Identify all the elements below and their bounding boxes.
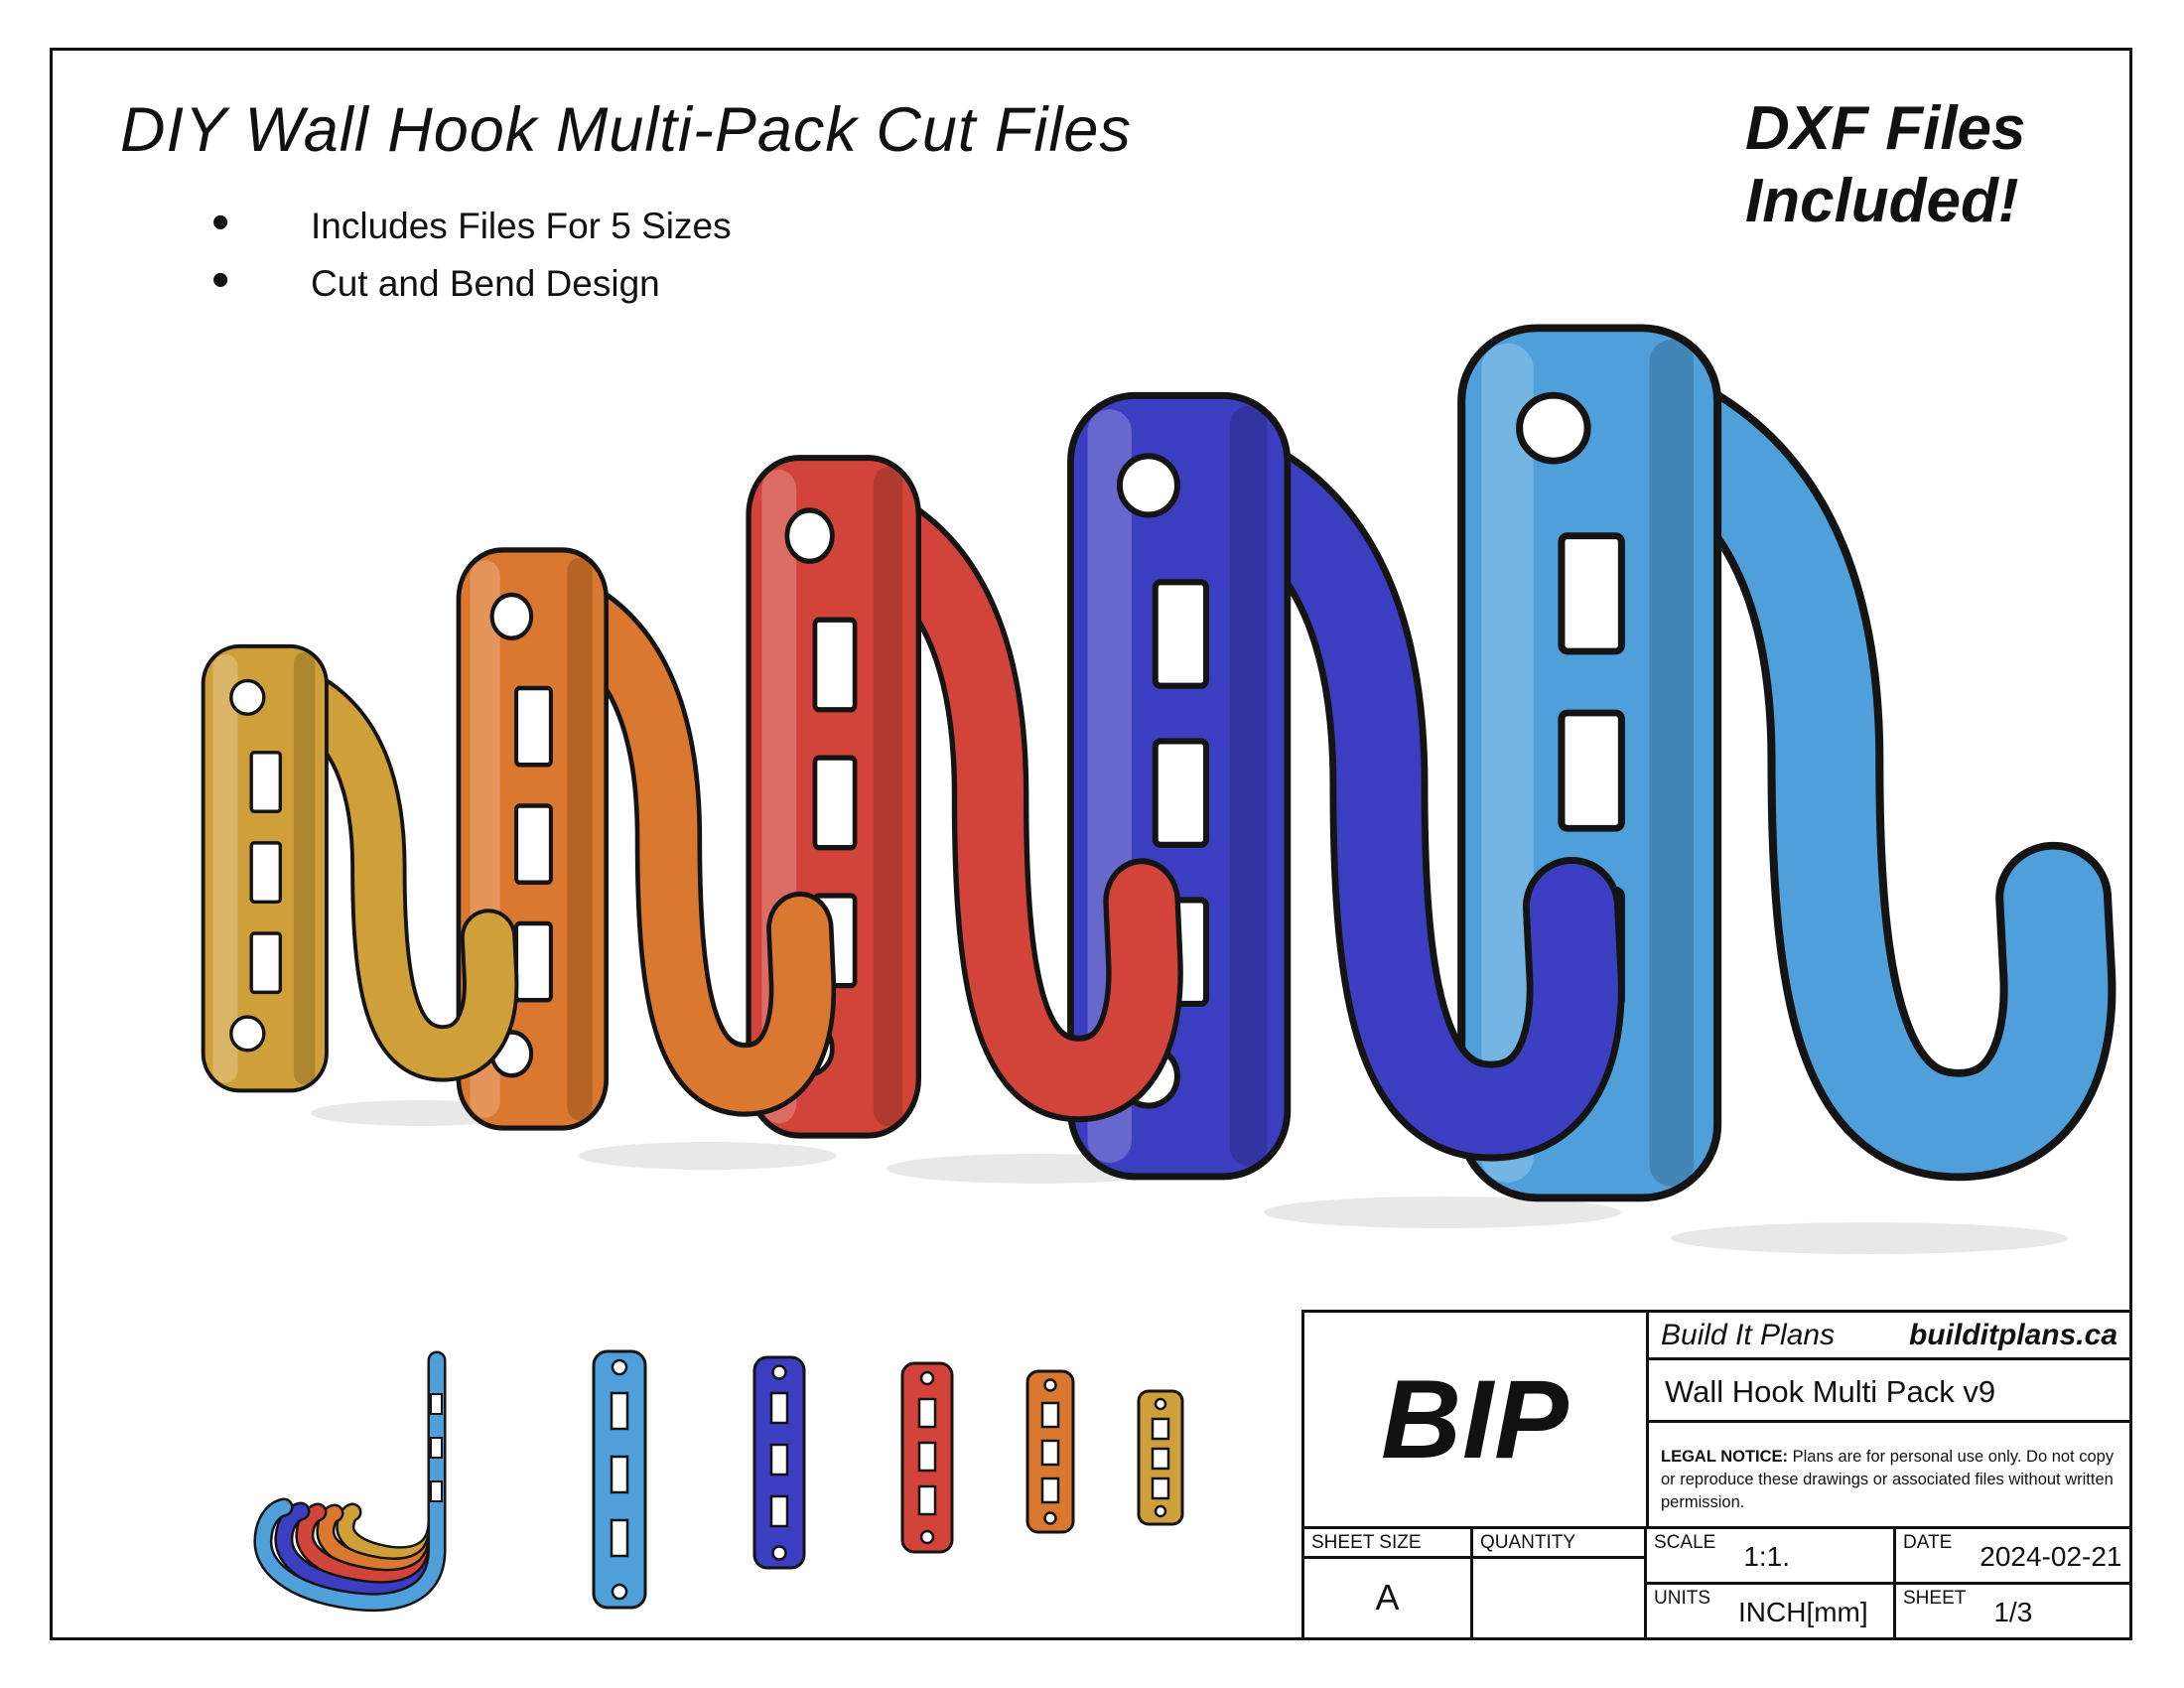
flat-pattern-orange — [1025, 1369, 1075, 1534]
bullet-item: Includes Files For 5 Sizes — [211, 194, 732, 255]
flat-pattern-sky-blue — [592, 1349, 647, 1610]
profile-slot — [430, 1480, 443, 1502]
quantity-cell: QUANTITY — [1473, 1529, 1647, 1640]
date-value: 2024-02-21 — [1979, 1541, 2122, 1572]
side-profile-view — [263, 1360, 442, 1603]
legal-notice-label: LEGAL NOTICE: — [1661, 1448, 1789, 1466]
units-label: UNITS — [1654, 1588, 1710, 1609]
flat-pattern-red — [900, 1361, 954, 1554]
title-block: BIP Build It Plans builditplans.ca Wall … — [1301, 1310, 2132, 1640]
units-value: INCH[mm] — [1738, 1597, 1868, 1627]
shadow-sky-blue — [1671, 1222, 2068, 1254]
dxf-badge-line1: DXF Files — [1745, 94, 2026, 163]
bullet-item: Cut and Bend Design — [211, 251, 732, 313]
wall-hook-gold — [204, 646, 491, 1090]
feature-bullet-list: Includes Files For 5 Sizes Cut and Bend … — [211, 194, 732, 313]
date-label: DATE — [1903, 1532, 1953, 1553]
legal-notice: LEGAL NOTICE: Plans are for personal use… — [1649, 1426, 2129, 1526]
sheet-number-value: 1/3 — [1993, 1597, 2033, 1627]
date-cell: DATE 2024-02-21 — [1896, 1529, 2132, 1585]
title-block-fields: SHEET SIZE A QUANTITY SCALE 1:1. DATE 20… — [1304, 1526, 2132, 1640]
shadow-orange — [579, 1142, 837, 1170]
company-website: builditplans.ca — [1908, 1318, 2117, 1351]
drawing-title: Wall Hook Multi Pack v9 — [1649, 1363, 2129, 1423]
profile-slot — [430, 1437, 443, 1459]
sheet-size-value: A — [1375, 1577, 1400, 1618]
shadow-royal-blue — [1264, 1196, 1621, 1228]
sheet-number-label: SHEET — [1903, 1588, 1967, 1609]
quantity-label: QUANTITY — [1473, 1529, 1644, 1559]
sheet-size-cell: SHEET SIZE A — [1304, 1529, 1473, 1640]
dxf-badge-line2: Included! — [1745, 167, 2019, 236]
bip-logo: BIP — [1381, 1357, 1570, 1481]
profile-slot — [430, 1393, 443, 1415]
flat-pattern-royal-blue — [752, 1355, 806, 1570]
bip-logo-cell: BIP — [1304, 1313, 1649, 1526]
sheet-border: DIY Wall Hook Multi-Pack Cut Files Inclu… — [50, 48, 2132, 1640]
flat-pattern-gold — [1137, 1389, 1184, 1526]
company-name: Build It Plans — [1661, 1318, 1836, 1351]
dxf-included-badge: DXF Files Included! — [1745, 92, 2026, 237]
sheet-number-cell: SHEET 1/3 — [1896, 1585, 2132, 1640]
hooks-illustration — [53, 51, 2135, 1643]
scale-cell: SCALE 1:1. — [1647, 1529, 1896, 1585]
scale-value: 1:1. — [1743, 1541, 1791, 1572]
sheet-size-label: SHEET SIZE — [1304, 1529, 1470, 1559]
page-title: DIY Wall Hook Multi-Pack Cut Files — [120, 95, 1132, 165]
scale-label: SCALE — [1654, 1532, 1716, 1553]
legal-notice-text: Plans are for personal use only. Do not … — [1661, 1448, 2115, 1512]
title-block-header: Build It Plans builditplans.ca — [1649, 1313, 2129, 1360]
units-cell: UNITS INCH[mm] — [1647, 1585, 1896, 1640]
